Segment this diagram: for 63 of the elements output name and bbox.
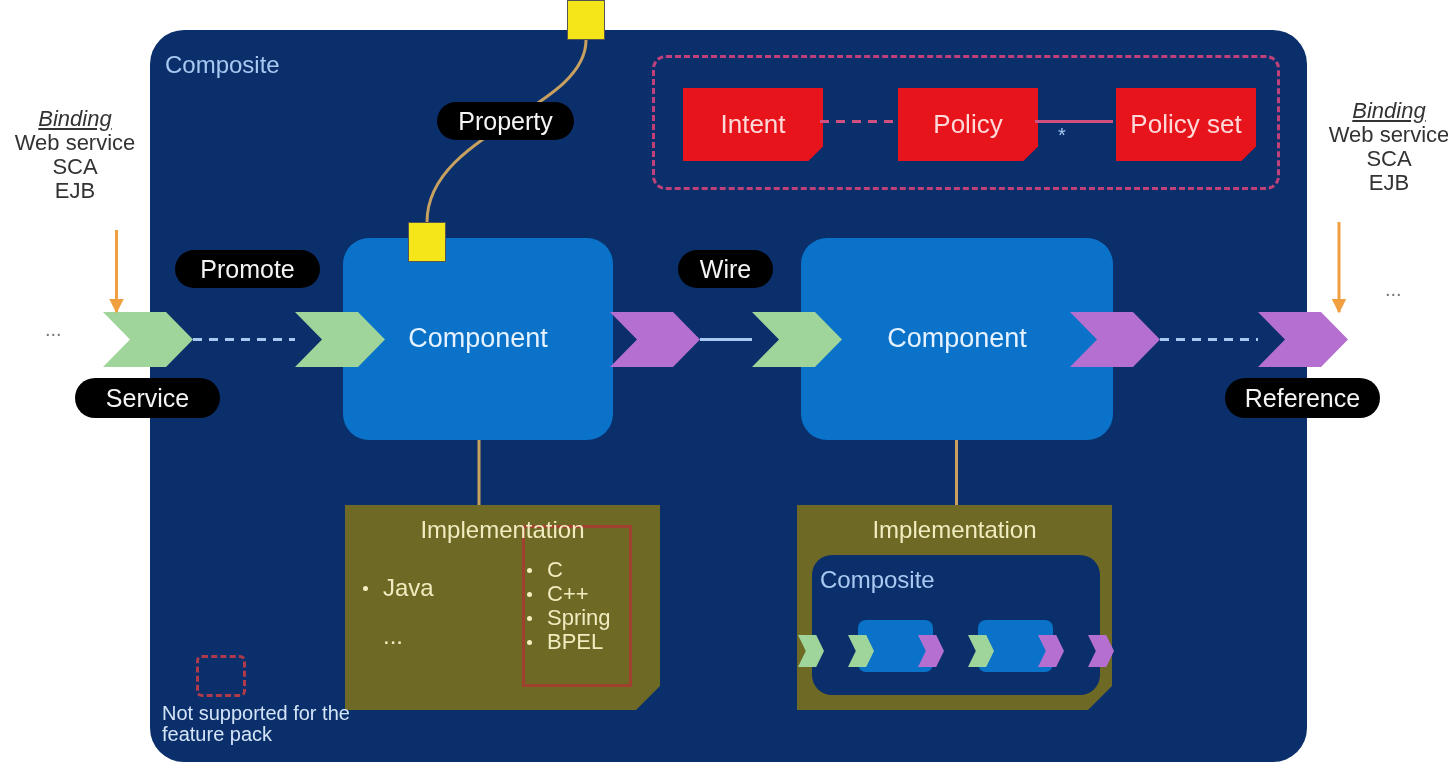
port-shape [1038,635,1064,667]
port-shape [752,312,842,367]
port-label: Reference [1225,378,1380,418]
port-shape [848,635,874,667]
component-box [801,238,1113,440]
binding-item: EJB [54,179,96,204]
port-shape [295,312,385,367]
implementation-note [797,505,1112,710]
policy-set-note [1116,88,1256,161]
legend-text: Not supported for the feature pack [162,703,351,745]
language-item: Spring [525,606,611,631]
port-shape [1088,635,1114,667]
note-label: Policy set [1130,110,1242,139]
arrow [109,230,124,314]
component-label: Component [408,324,548,354]
binding-heading: Binding [1352,98,1426,123]
binding-item: SCA [1366,147,1412,172]
ellipsis-text: ... [383,623,403,650]
connector-line [477,440,481,505]
connector-line [1160,338,1258,341]
connector-line [700,338,752,341]
language-item: C [525,557,563,582]
connector-line [820,120,895,123]
ellipsis-text: ... [1385,278,1402,301]
group-title: Composite [820,567,935,594]
language-item: BPEL [525,630,604,655]
group-title: Composite [165,52,280,79]
implementation-heading: Implementation [872,517,1037,544]
port-shape [968,635,994,667]
component-box [343,238,613,440]
port-label: Service [75,378,220,418]
arrow [1331,222,1347,314]
binding-heading: Binding [38,106,112,131]
port-shape [103,312,193,367]
port-shape [918,635,944,667]
note-label: Intent [720,110,786,139]
implementation-heading: Implementation [420,517,585,544]
port-shape [1070,312,1160,367]
connector-line [955,440,958,505]
property-square [567,0,605,40]
multiplicity-label: * [1057,124,1067,148]
binding-item: Web service [1328,122,1448,147]
policy-group-box [652,55,1280,190]
connector-line [425,39,588,223]
port-shape [1258,312,1348,367]
note-label: Policy [933,110,1003,139]
edge-label: Property [437,102,574,140]
policy-note [898,88,1038,161]
intent-note [683,88,823,161]
edge-label: Wire [678,250,773,288]
component-label: Component [887,324,1027,354]
connector-line [1035,120,1113,123]
port-shape [610,312,700,367]
language-item: C++ [525,581,589,606]
binding-item: EJB [1368,171,1410,196]
property-square [408,222,446,262]
ellipsis-text: ... [45,318,62,341]
edge-label: Promote [175,250,320,288]
binding-item: SCA [52,155,98,180]
binding-item: Web service [14,130,136,155]
nested-composite-panel [812,555,1100,695]
port-shape [798,635,824,667]
connector-line [193,338,295,341]
